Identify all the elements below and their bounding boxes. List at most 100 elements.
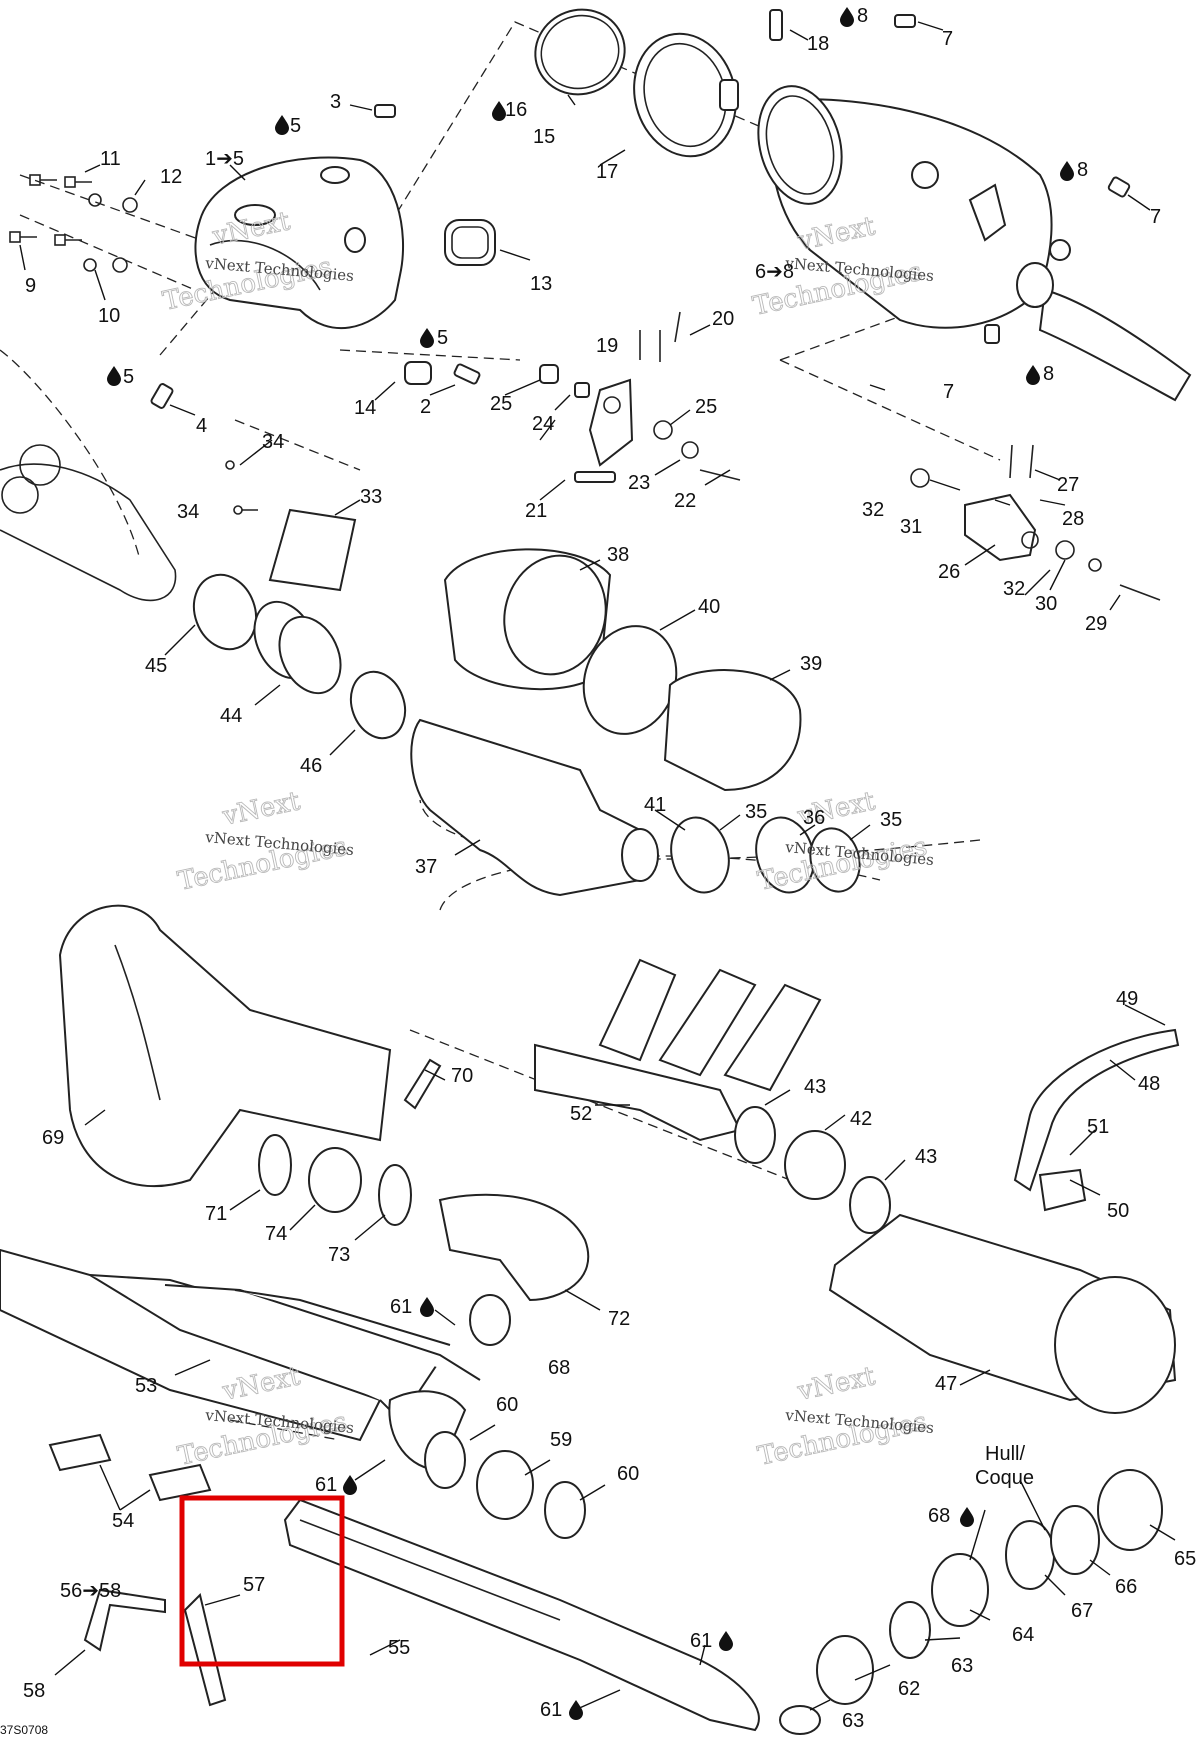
label-57: 57: [243, 1574, 265, 1596]
label-59: 59: [550, 1429, 572, 1451]
label-68a: 68: [928, 1505, 950, 1527]
label-25b: 25: [695, 396, 717, 418]
part-44-sleeve: [253, 600, 342, 695]
label-5c: 5: [123, 366, 134, 388]
label-61d: 61: [540, 1699, 562, 1721]
part-56-58-brackets: [83, 1588, 227, 1707]
oil-drop-icon: [840, 7, 854, 27]
label-63a: 63: [951, 1655, 973, 1677]
part-59-61-couplers: [388, 1294, 586, 1539]
label-60a: 60: [496, 1394, 518, 1416]
part-48-strap: [1013, 1028, 1180, 1192]
oil-drop-icon: [343, 1475, 357, 1495]
part-37-muffler: [410, 718, 659, 897]
label-20: 20: [712, 308, 734, 330]
label-17: 17: [596, 161, 618, 183]
part-35-36-41-couplers: [670, 816, 861, 894]
label-42: 42: [850, 1108, 872, 1130]
label-24: 24: [532, 413, 554, 435]
label-69: 69: [42, 1127, 64, 1149]
part-69-pipe: [58, 904, 392, 1188]
part-50-51-bracket: [1038, 1168, 1087, 1212]
part-19-21-bracket: [574, 378, 634, 483]
label-38: 38: [607, 544, 629, 566]
part-70-strap: [403, 1058, 442, 1110]
label-32a: 32: [862, 499, 884, 521]
label-37: 37: [415, 856, 437, 878]
label-65: 65: [1174, 1548, 1196, 1570]
svg-text:vNext: vNext: [219, 786, 303, 832]
label-29: 29: [1085, 613, 1107, 635]
leader-lines: [19, 21, 1176, 1711]
label-61a: 61: [390, 1296, 412, 1318]
oil-drop-icon: [960, 1507, 974, 1527]
label-2: 2: [420, 396, 431, 418]
label-27: 27: [1057, 474, 1079, 496]
oil-drop-icon: [719, 1631, 733, 1651]
fasteners: [9, 9, 1161, 601]
label-51: 51: [1087, 1116, 1109, 1138]
label-13: 13: [530, 273, 552, 295]
label-68b: 68: [548, 1357, 570, 1379]
diagram-code: 37S0708: [0, 1723, 48, 1737]
label-8c: 8: [1043, 363, 1054, 385]
label-74: 74: [265, 1223, 287, 1245]
label-35b: 35: [880, 809, 902, 831]
oil-drop-icon: [569, 1700, 583, 1720]
label-8b: 8: [1077, 159, 1088, 181]
part-33-heat-shield: [268, 508, 357, 592]
label-73: 73: [328, 1244, 350, 1266]
hull-label-line1: Hull/: [985, 1443, 1025, 1465]
part-38-can: [443, 548, 612, 691]
part-54-pads: [48, 1433, 212, 1502]
part-47-muffler: [828, 1213, 1177, 1414]
part-17-clamp: [633, 32, 739, 158]
hull-label-line2: Coque: [975, 1467, 1034, 1489]
label-47: 47: [935, 1373, 957, 1395]
label-41: 41: [644, 794, 666, 816]
part-labels: 1➔5 2 3 4 5 5 5 6➔8 7 7 7 8 8 8 9 10 11 …: [0, 5, 1196, 1737]
label-28: 28: [1062, 508, 1084, 530]
label-10: 10: [98, 305, 120, 327]
oil-drop-icon: [275, 115, 289, 135]
label-67: 67: [1071, 1600, 1093, 1622]
label-15: 15: [533, 126, 555, 148]
label-5a: 5: [290, 115, 301, 137]
label-61c: 61: [690, 1630, 712, 1652]
svg-text:vNext: vNext: [794, 1361, 878, 1407]
label-48: 48: [1138, 1073, 1160, 1095]
label-39: 39: [800, 653, 822, 675]
part-53-heat-shields: [0, 1248, 481, 1442]
label-63b: 63: [842, 1710, 864, 1732]
label-58: 58: [23, 1680, 45, 1702]
part-26-bracket: [964, 493, 1039, 562]
label-35a: 35: [745, 801, 767, 823]
label-33: 33: [360, 486, 382, 508]
label-12: 12: [160, 166, 182, 188]
label-70: 70: [451, 1065, 473, 1087]
label-5b: 5: [437, 327, 448, 349]
label-72: 72: [608, 1308, 630, 1330]
part-55-pipe: [283, 1498, 760, 1732]
label-62: 62: [898, 1678, 920, 1700]
left-engine-outline: [0, 444, 177, 602]
oil-drop-icon: [1026, 365, 1040, 385]
label-52: 52: [570, 1103, 592, 1125]
label-61b: 61: [315, 1474, 337, 1496]
oil-drop-icon: [420, 1297, 434, 1317]
part-42-43-couplers: [734, 1106, 891, 1234]
label-30: 30: [1035, 593, 1057, 615]
label-64: 64: [1012, 1624, 1034, 1646]
label-18: 18: [807, 33, 829, 55]
part-72-pipe: [438, 1193, 590, 1302]
label-6: 6➔8: [755, 261, 794, 283]
label-26: 26: [938, 561, 960, 583]
label-46: 46: [300, 755, 322, 777]
part-71-74-couplers: [258, 1134, 412, 1226]
label-54: 54: [112, 1510, 134, 1532]
label-43b: 43: [915, 1146, 937, 1168]
label-9: 9: [25, 275, 36, 297]
oil-drop-icon: [492, 101, 506, 121]
label-49: 49: [1116, 988, 1138, 1010]
